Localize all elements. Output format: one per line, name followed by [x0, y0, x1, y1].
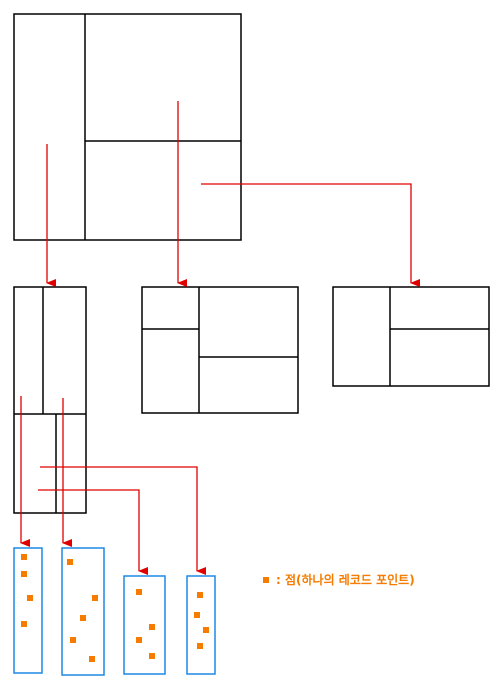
leaf-bucket-2	[61, 547, 105, 676]
child-node-right	[332, 286, 490, 387]
data-point	[197, 592, 203, 598]
root-node	[13, 13, 242, 241]
data-point	[194, 612, 200, 618]
child-node-left	[13, 286, 87, 514]
legend-text: : 점(하나의 레코드 포인트)	[276, 572, 415, 587]
data-point	[203, 627, 209, 633]
data-point	[80, 615, 86, 621]
leaf-arrows	[20, 396, 206, 575]
data-point	[67, 559, 73, 565]
data-point	[89, 656, 95, 662]
data-point	[149, 653, 155, 659]
data-point	[21, 621, 27, 627]
legend-marker	[263, 577, 269, 583]
leaf-bucket-3	[123, 575, 166, 675]
leaf-bucket-1	[13, 547, 43, 674]
arrow-root-to-right	[201, 183, 420, 287]
data-point	[92, 595, 98, 601]
data-point	[197, 643, 203, 649]
arrow-to-bucket-3	[38, 489, 148, 575]
data-point	[136, 589, 142, 595]
arrow-to-bucket-4	[40, 466, 206, 575]
root-arrows	[46, 101, 420, 287]
data-point	[70, 637, 76, 643]
child-node-middle	[141, 286, 299, 414]
legend: : 점(하나의 레코드 포인트)	[263, 572, 415, 587]
data-point	[21, 571, 27, 577]
leaf-bucket-4	[186, 575, 216, 675]
data-point	[21, 554, 27, 560]
data-point	[136, 637, 142, 643]
data-point	[149, 624, 155, 630]
data-point	[27, 595, 33, 601]
